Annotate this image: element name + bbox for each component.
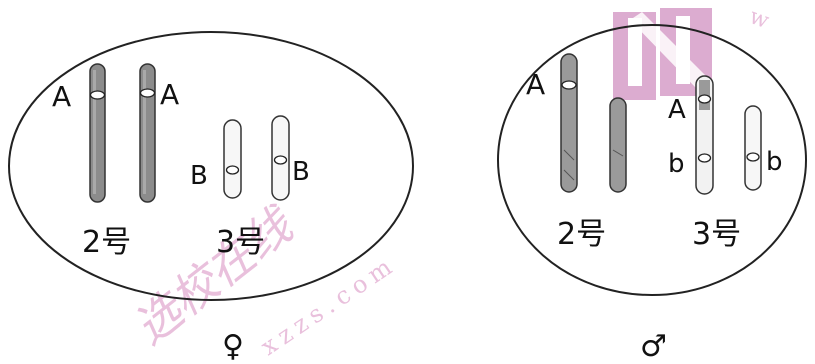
gene-label: A	[52, 80, 71, 113]
chromosome	[89, 63, 106, 203]
group-label-2: 2号	[557, 217, 606, 252]
gene-locus	[697, 153, 712, 163]
male-cell: A A b b 2号 3号 ♂	[497, 24, 807, 364]
gene-label: A	[526, 68, 545, 101]
chromosome	[695, 75, 714, 195]
gene-label: A	[160, 78, 179, 111]
watermark-w: w	[746, 4, 772, 34]
gene-label: A	[668, 95, 686, 125]
gene-locus	[697, 94, 712, 104]
gene-label: b	[766, 147, 783, 177]
gene-label: b	[668, 149, 685, 179]
gene-locus	[746, 152, 760, 162]
gene-label: B	[190, 161, 208, 191]
watermark-logo	[613, 8, 712, 100]
female-symbol: ♀	[222, 329, 244, 364]
female-cell: A A B B 2号 3号 ♀	[8, 31, 414, 364]
chromosome	[744, 105, 762, 191]
gene-locus	[89, 90, 106, 100]
female-cell-membrane	[8, 31, 414, 301]
chromosome	[223, 119, 242, 199]
watermark: w 选校在线 xzzs.com	[124, 4, 773, 361]
gene-locus	[139, 88, 156, 98]
group-label-3: 3号	[216, 225, 265, 260]
group-label-3: 3号	[692, 217, 741, 252]
male-symbol: ♂	[640, 329, 667, 364]
chromosome	[139, 63, 156, 203]
gene-locus	[225, 165, 240, 175]
gene-locus	[561, 80, 577, 90]
watermark-url-text: xzzs.com	[256, 250, 402, 361]
chromosome	[271, 115, 290, 201]
chromosome	[609, 97, 627, 193]
group-label-2: 2号	[82, 225, 131, 260]
male-cell-membrane	[497, 24, 807, 296]
chromosome	[560, 53, 578, 193]
gene-locus	[273, 155, 288, 165]
gene-label: B	[292, 157, 310, 187]
